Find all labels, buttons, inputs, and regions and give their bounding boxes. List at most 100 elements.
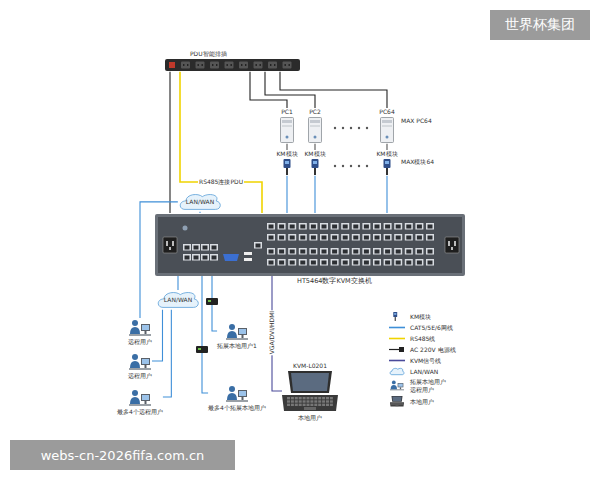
node-label: KVM-L0201 — [293, 362, 327, 370]
node-label: 远程用户 — [128, 372, 152, 380]
watermark: 世界杯集团 — [490, 10, 590, 40]
ellipsis-dots — [334, 127, 368, 167]
legend-label: AC 220V 电源线 — [410, 346, 456, 354]
network-label: LAN/WAN — [186, 198, 214, 206]
legend-label: 拓展本地用户 远程用户 — [410, 378, 450, 394]
legend-label: LAN/WAN — [410, 368, 438, 376]
network-cloud: LAN/WAN — [178, 192, 222, 212]
km-icon — [311, 159, 319, 175]
connector — [169, 72, 170, 213]
dot — [342, 127, 344, 129]
node-label: HT5464数字KVM交换机 — [297, 277, 372, 285]
network-label: LAN/WAN — [164, 296, 192, 304]
km-icon — [383, 159, 391, 175]
connector — [202, 275, 208, 393]
connector — [314, 144, 315, 150]
tower-icon — [308, 117, 322, 143]
dot — [342, 165, 344, 167]
node-label: 远程用户 — [128, 338, 152, 346]
node-label: PC1 — [281, 108, 293, 116]
tower-icon — [280, 117, 294, 143]
extender-box — [206, 298, 218, 305]
legend-row: CAT5/5E/6网线 — [388, 323, 456, 332]
legend-row: 本地用户 — [388, 396, 456, 408]
connector — [280, 72, 387, 108]
legend-label: KM模块 — [410, 313, 431, 321]
node-label: 拓展本地用户1 — [217, 342, 257, 350]
km-module: KM模块 — [276, 150, 297, 176]
dot — [350, 127, 352, 129]
legend-sample — [388, 334, 406, 343]
legend-sample — [388, 312, 406, 321]
node-label: KM模块 — [276, 150, 297, 158]
legend-sample — [388, 380, 406, 392]
connector — [177, 275, 178, 290]
legend-sample — [388, 356, 406, 365]
node-label: KM模块 — [376, 150, 397, 158]
dot — [366, 127, 368, 129]
dot — [366, 165, 368, 167]
legend-row: KM模块 — [388, 312, 456, 321]
node-label: PC2 — [309, 108, 321, 116]
kvm-switch: HT5464数字KVM交换机 — [155, 213, 465, 285]
node-label: PDU智能排插 — [190, 50, 227, 58]
legend-row: LAN/WAN — [388, 367, 456, 376]
node-label: 本地用户 — [298, 414, 322, 422]
connector — [199, 212, 200, 213]
connector — [314, 176, 315, 213]
connector — [386, 176, 387, 213]
watermark-url: webs-cn-2026fifa.com.cn — [10, 440, 235, 470]
extender-box — [196, 346, 208, 353]
extender-led — [208, 300, 211, 302]
connector — [180, 72, 262, 213]
legend-row: 拓展本地用户 远程用户 — [388, 378, 456, 394]
dot — [334, 127, 336, 129]
extended-user: 拓展本地用户1 — [217, 322, 257, 350]
dot — [334, 165, 336, 167]
legend-sample — [388, 323, 406, 332]
node-label: PC64 — [379, 108, 394, 116]
legend-sample — [388, 396, 406, 408]
power-strip: PDU智能排插 — [165, 50, 300, 72]
connector — [163, 310, 171, 397]
remote-user: 远程用户 — [128, 318, 152, 346]
node-label: KM模块 — [304, 150, 325, 158]
km-module: KM模块 — [304, 150, 325, 176]
legend-sample — [388, 367, 406, 376]
remote-user: 远程用户 — [128, 352, 152, 380]
legend: KM模块 CAT5/5E/6网线 RS485线 AC 220V 电源线 KVM信号线 LA… — [388, 312, 456, 408]
km-icon — [283, 159, 291, 175]
legend-row: AC 220V 电源线 — [388, 345, 456, 354]
remote-user: 最多4个远程用户 — [117, 388, 163, 416]
dot — [358, 127, 360, 129]
extended-user: 最多4个拓展本地用户 — [208, 384, 266, 412]
connector-label: RS485连接PDU — [198, 178, 244, 185]
connector — [286, 176, 287, 213]
connector — [286, 144, 287, 150]
legend-label: 本地用户 — [410, 398, 434, 406]
switch-icon — [155, 214, 465, 276]
pc-tower: PC2 — [308, 108, 322, 144]
legend-label: RS485线 — [410, 335, 435, 343]
tower-icon — [380, 117, 394, 143]
legend-label: CAT5/5E/6网线 — [410, 324, 453, 332]
max-count-label: MAX PC64 — [401, 117, 432, 124]
pc-tower: PC64 — [379, 108, 394, 144]
pc-tower: PC1 — [280, 108, 294, 144]
km-module: KM模块 — [376, 150, 397, 176]
user-icon — [226, 323, 248, 341]
connector — [386, 144, 387, 150]
dot — [358, 165, 360, 167]
user-icon — [226, 385, 248, 403]
dot — [350, 165, 352, 167]
network-cloud: LAN/WAN — [156, 290, 200, 310]
pdu-icon — [165, 59, 300, 71]
user-icon — [129, 389, 151, 407]
user-icon — [129, 353, 151, 371]
legend-row: KVM信号线 — [388, 356, 456, 365]
connector — [152, 310, 162, 361]
console-icon — [282, 371, 338, 413]
user-icon — [129, 319, 151, 337]
max-count-label: MAX模块64 — [401, 158, 434, 167]
